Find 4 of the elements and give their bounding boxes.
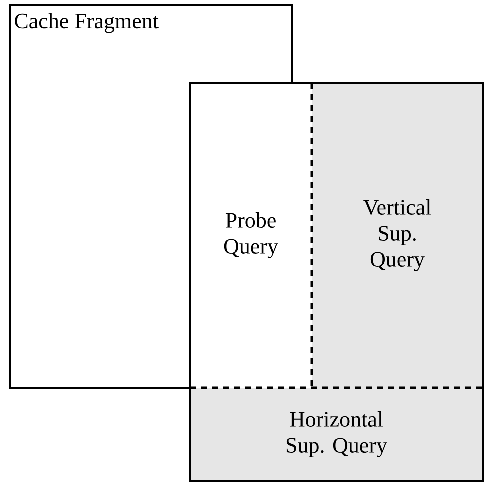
query-region: Vertical Sup. Query [312, 83, 483, 388]
query-region: Horizontal Sup. Query [190, 388, 483, 481]
node-label: Probe Query [224, 212, 278, 259]
query-region: Probe Query [190, 83, 312, 388]
